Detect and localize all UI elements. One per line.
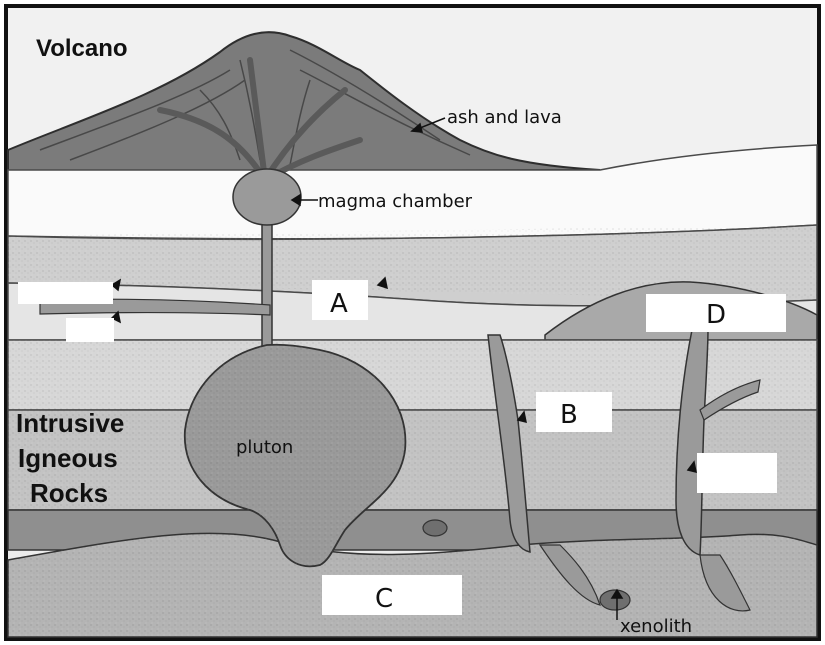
- label-ash-and-lava: ash and lava: [447, 107, 562, 128]
- label-xenolith: xenolith: [620, 616, 692, 637]
- answer-box-c: C: [375, 584, 393, 614]
- label-pluton: pluton: [236, 437, 293, 458]
- answer-box-d: D: [706, 300, 726, 330]
- small-xenolith: [423, 520, 447, 536]
- magma-chamber: [233, 169, 301, 225]
- answer-box-left-upper-bg: [18, 282, 113, 304]
- answer-box-b: B: [560, 400, 578, 430]
- side-label-line-3: Rocks: [30, 478, 108, 508]
- side-label-line-2: Igneous: [18, 443, 118, 473]
- answer-box-left-lower-bg: [66, 318, 114, 342]
- diagram-title: Volcano: [36, 35, 128, 62]
- answer-box-a: A: [330, 289, 348, 319]
- label-magma-chamber: magma chamber: [318, 191, 473, 212]
- side-label-line-1: Intrusive: [16, 408, 124, 438]
- answer-box-right-mid-bg: [697, 453, 777, 493]
